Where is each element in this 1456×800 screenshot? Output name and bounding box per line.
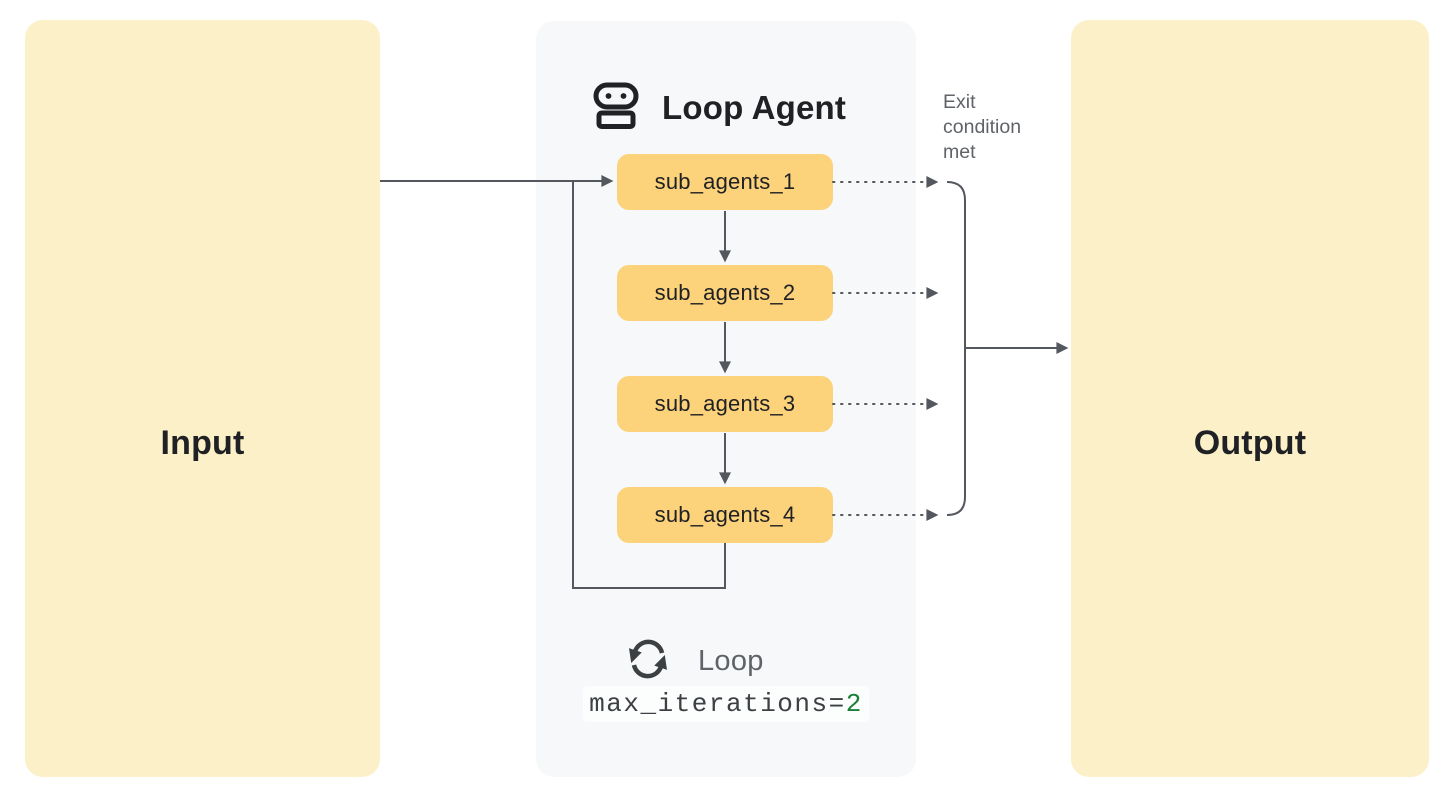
sub-agent-label: sub_agents_4 [654, 502, 796, 527]
loop-icon [626, 637, 670, 686]
sub-agent-box-4: sub_agents_4 [617, 487, 833, 543]
loop-agent-panel: Loop Agent sub_agents_1 sub_agents_2 sub… [536, 21, 916, 777]
sub-agent-label: sub_agents_3 [654, 391, 796, 416]
exit-collector-bracket [946, 181, 966, 516]
exit-condition-label: Exit condition met [943, 91, 1022, 163]
loop-footer: Loop [626, 637, 764, 686]
max-iterations-code: max_iterations=2 [536, 686, 916, 722]
sub-agent-box-2: sub_agents_2 [617, 265, 833, 321]
loop-agent-header: Loop Agent [592, 81, 846, 134]
input-panel: Input [25, 20, 380, 777]
loop-agent-title: Loop Agent [662, 88, 847, 126]
loop-label: Loop [698, 645, 764, 677]
sub-agent-box-1: sub_agents_1 [617, 154, 833, 210]
output-label: Output [1193, 424, 1307, 462]
sub-agent-box-3: sub_agents_3 [617, 376, 833, 432]
sub-agent-label: sub_agents_2 [654, 280, 796, 305]
input-label: Input [160, 424, 245, 462]
code-value: 2 [845, 689, 863, 719]
robot-icon [592, 81, 640, 134]
code-prefix: max_iterations= [589, 689, 846, 719]
output-panel: Output [1071, 20, 1429, 777]
sub-agent-label: sub_agents_1 [654, 169, 796, 194]
